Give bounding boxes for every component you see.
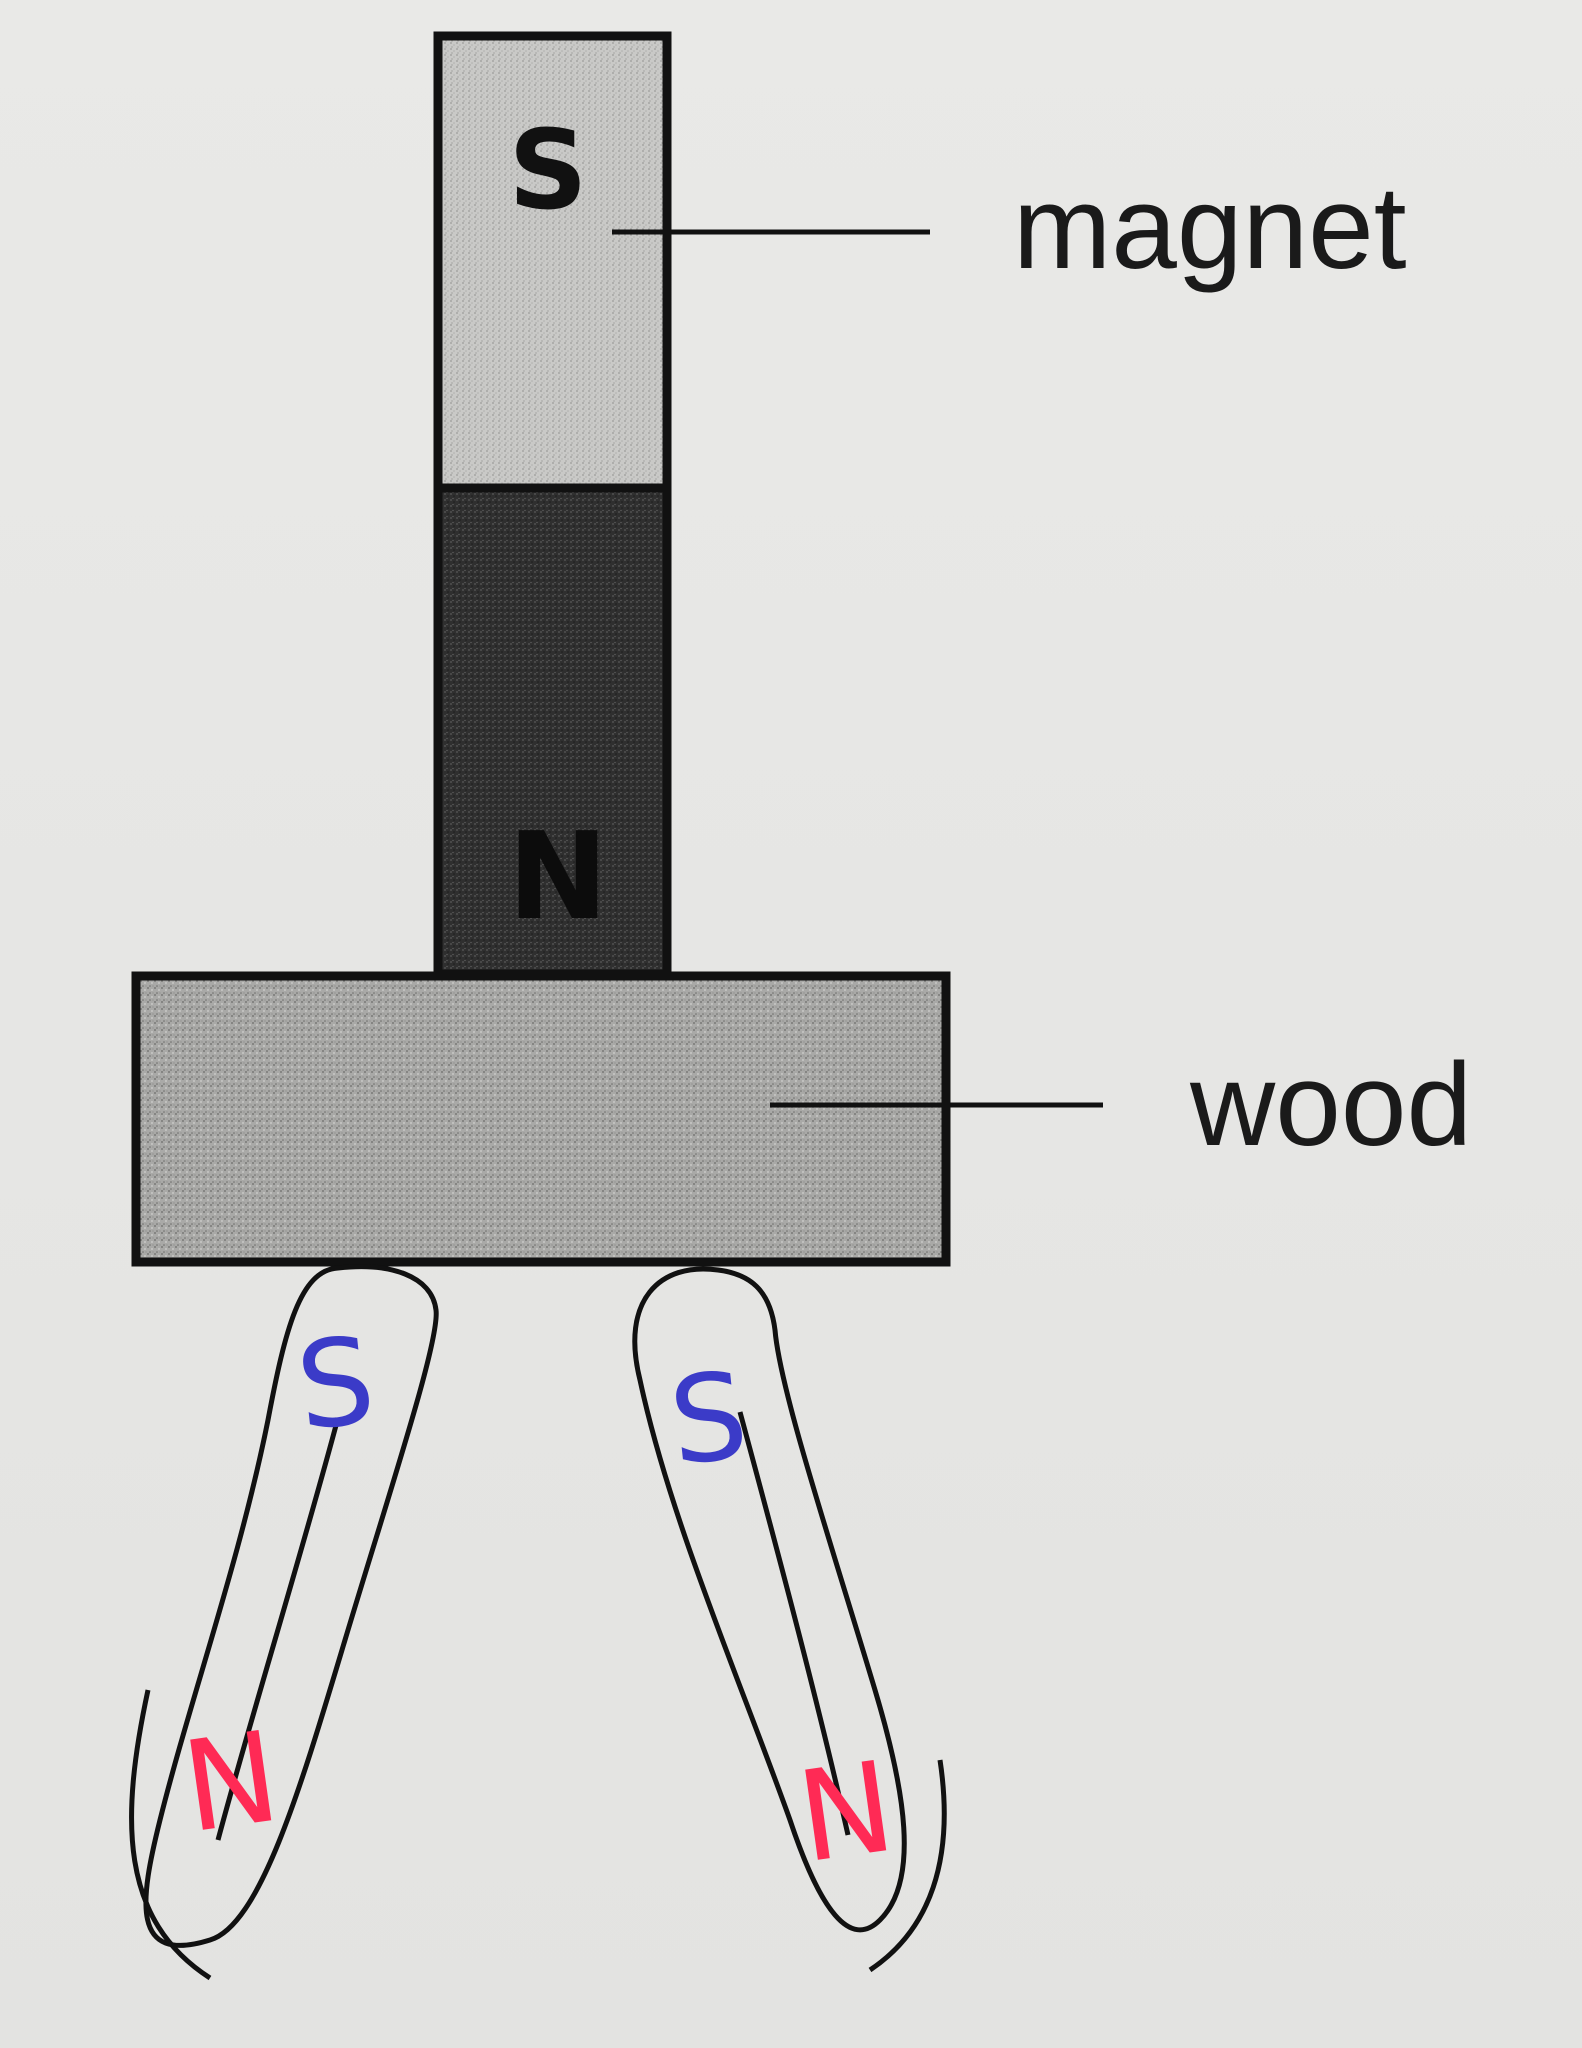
right-nail-north-label: N: [790, 1735, 903, 1892]
right-nail-outline: [632, 1266, 907, 1933]
left-nail-south-label: S: [291, 1312, 381, 1458]
right-nail-shank: [737, 1411, 851, 1836]
left-nail-north-label: N: [175, 1705, 288, 1862]
left-nail-shank: [215, 1417, 341, 1841]
magnet-south-section: [433, 31, 672, 493]
magnet-north-section: [433, 483, 672, 979]
left-nail-tail: [129, 1689, 212, 1981]
magnet-south-pole-label: S: [508, 106, 587, 234]
wood-label: wood: [1189, 1039, 1472, 1171]
magnet-label: magnet: [1013, 162, 1407, 294]
right-nail-tail: [868, 1759, 947, 1973]
left-nail-outline: [143, 1264, 439, 1948]
right-nail-south-label: S: [664, 1347, 754, 1493]
magnet-north-pole-label: N: [508, 808, 608, 947]
wood-block: [131, 971, 951, 1267]
